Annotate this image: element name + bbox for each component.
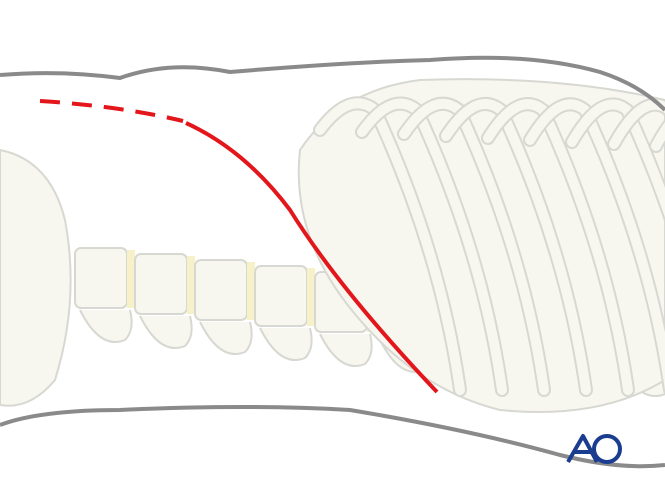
- spinous-process: [139, 315, 193, 349]
- ribs: [313, 96, 665, 397]
- intervertebral-disc: [247, 262, 255, 320]
- ao-logo: [566, 434, 622, 464]
- spinous-process: [199, 321, 253, 355]
- spinous-process: [79, 309, 133, 343]
- vertebra: [194, 259, 248, 321]
- rib: [567, 99, 665, 218]
- vertebra: [254, 265, 308, 327]
- rib: [357, 98, 507, 395]
- body-outline-top: [0, 55, 665, 112]
- rib: [483, 99, 633, 395]
- spinous-process: [259, 327, 313, 361]
- body-outline-bottom: [0, 405, 665, 469]
- pelvis-bone: [0, 148, 72, 407]
- intervertebral-disc: [127, 250, 135, 308]
- rib: [315, 98, 465, 395]
- spinous-process: [319, 333, 373, 367]
- rib: [399, 98, 549, 395]
- rib: [525, 99, 665, 391]
- incision-dashed-line: [39, 99, 184, 123]
- rib: [609, 99, 665, 149]
- rib: [441, 99, 591, 395]
- incision-solid-line: [185, 121, 439, 394]
- vertebra: [74, 247, 128, 309]
- intervertebral-disc: [187, 256, 195, 314]
- vertebra: [134, 253, 188, 315]
- intervertebral-disc: [307, 268, 315, 326]
